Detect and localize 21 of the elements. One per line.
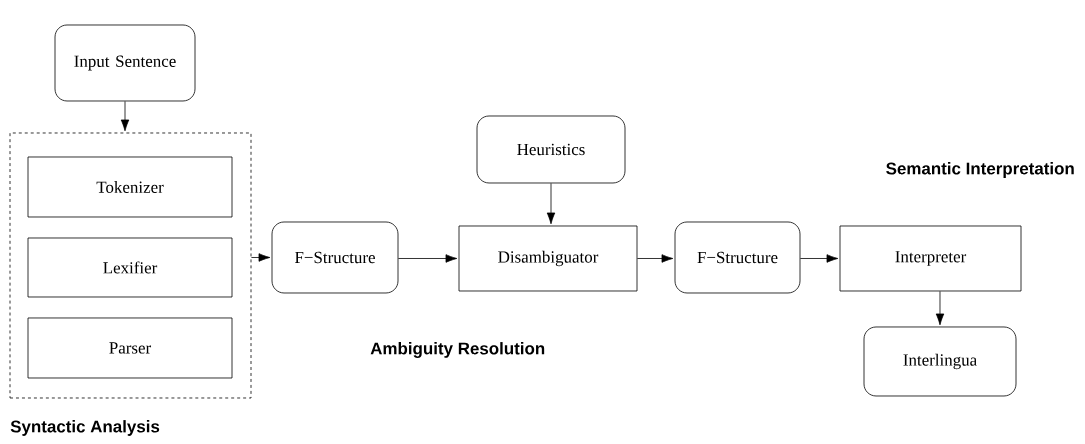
process-box: Tokenizer [27,156,233,218]
process-box: Parser [27,317,233,379]
process-box: Disambiguator [458,225,638,292]
arrow [251,253,271,262]
process-box: Interpreter [839,225,1022,292]
section-label: Semantic Interpretation [886,162,1074,178]
arrow [935,291,945,326]
rounded-box: Input Sentence [54,24,196,102]
section-label: Syntactic Analysis [10,420,160,436]
rounded-box: Interlingua [863,326,1017,397]
arrow [800,254,839,263]
section-label: Ambiguity Resolution [370,342,545,358]
dashed-group-box [9,132,252,399]
process-box: Lexifier [27,237,233,298]
rounded-box: F−Structure [674,221,801,294]
arrow [637,254,674,263]
rounded-box: Heuristics [476,115,626,184]
arrow [546,183,556,225]
arrow [398,254,458,263]
arrow [120,101,130,132]
rounded-box: F−Structure [271,221,399,294]
